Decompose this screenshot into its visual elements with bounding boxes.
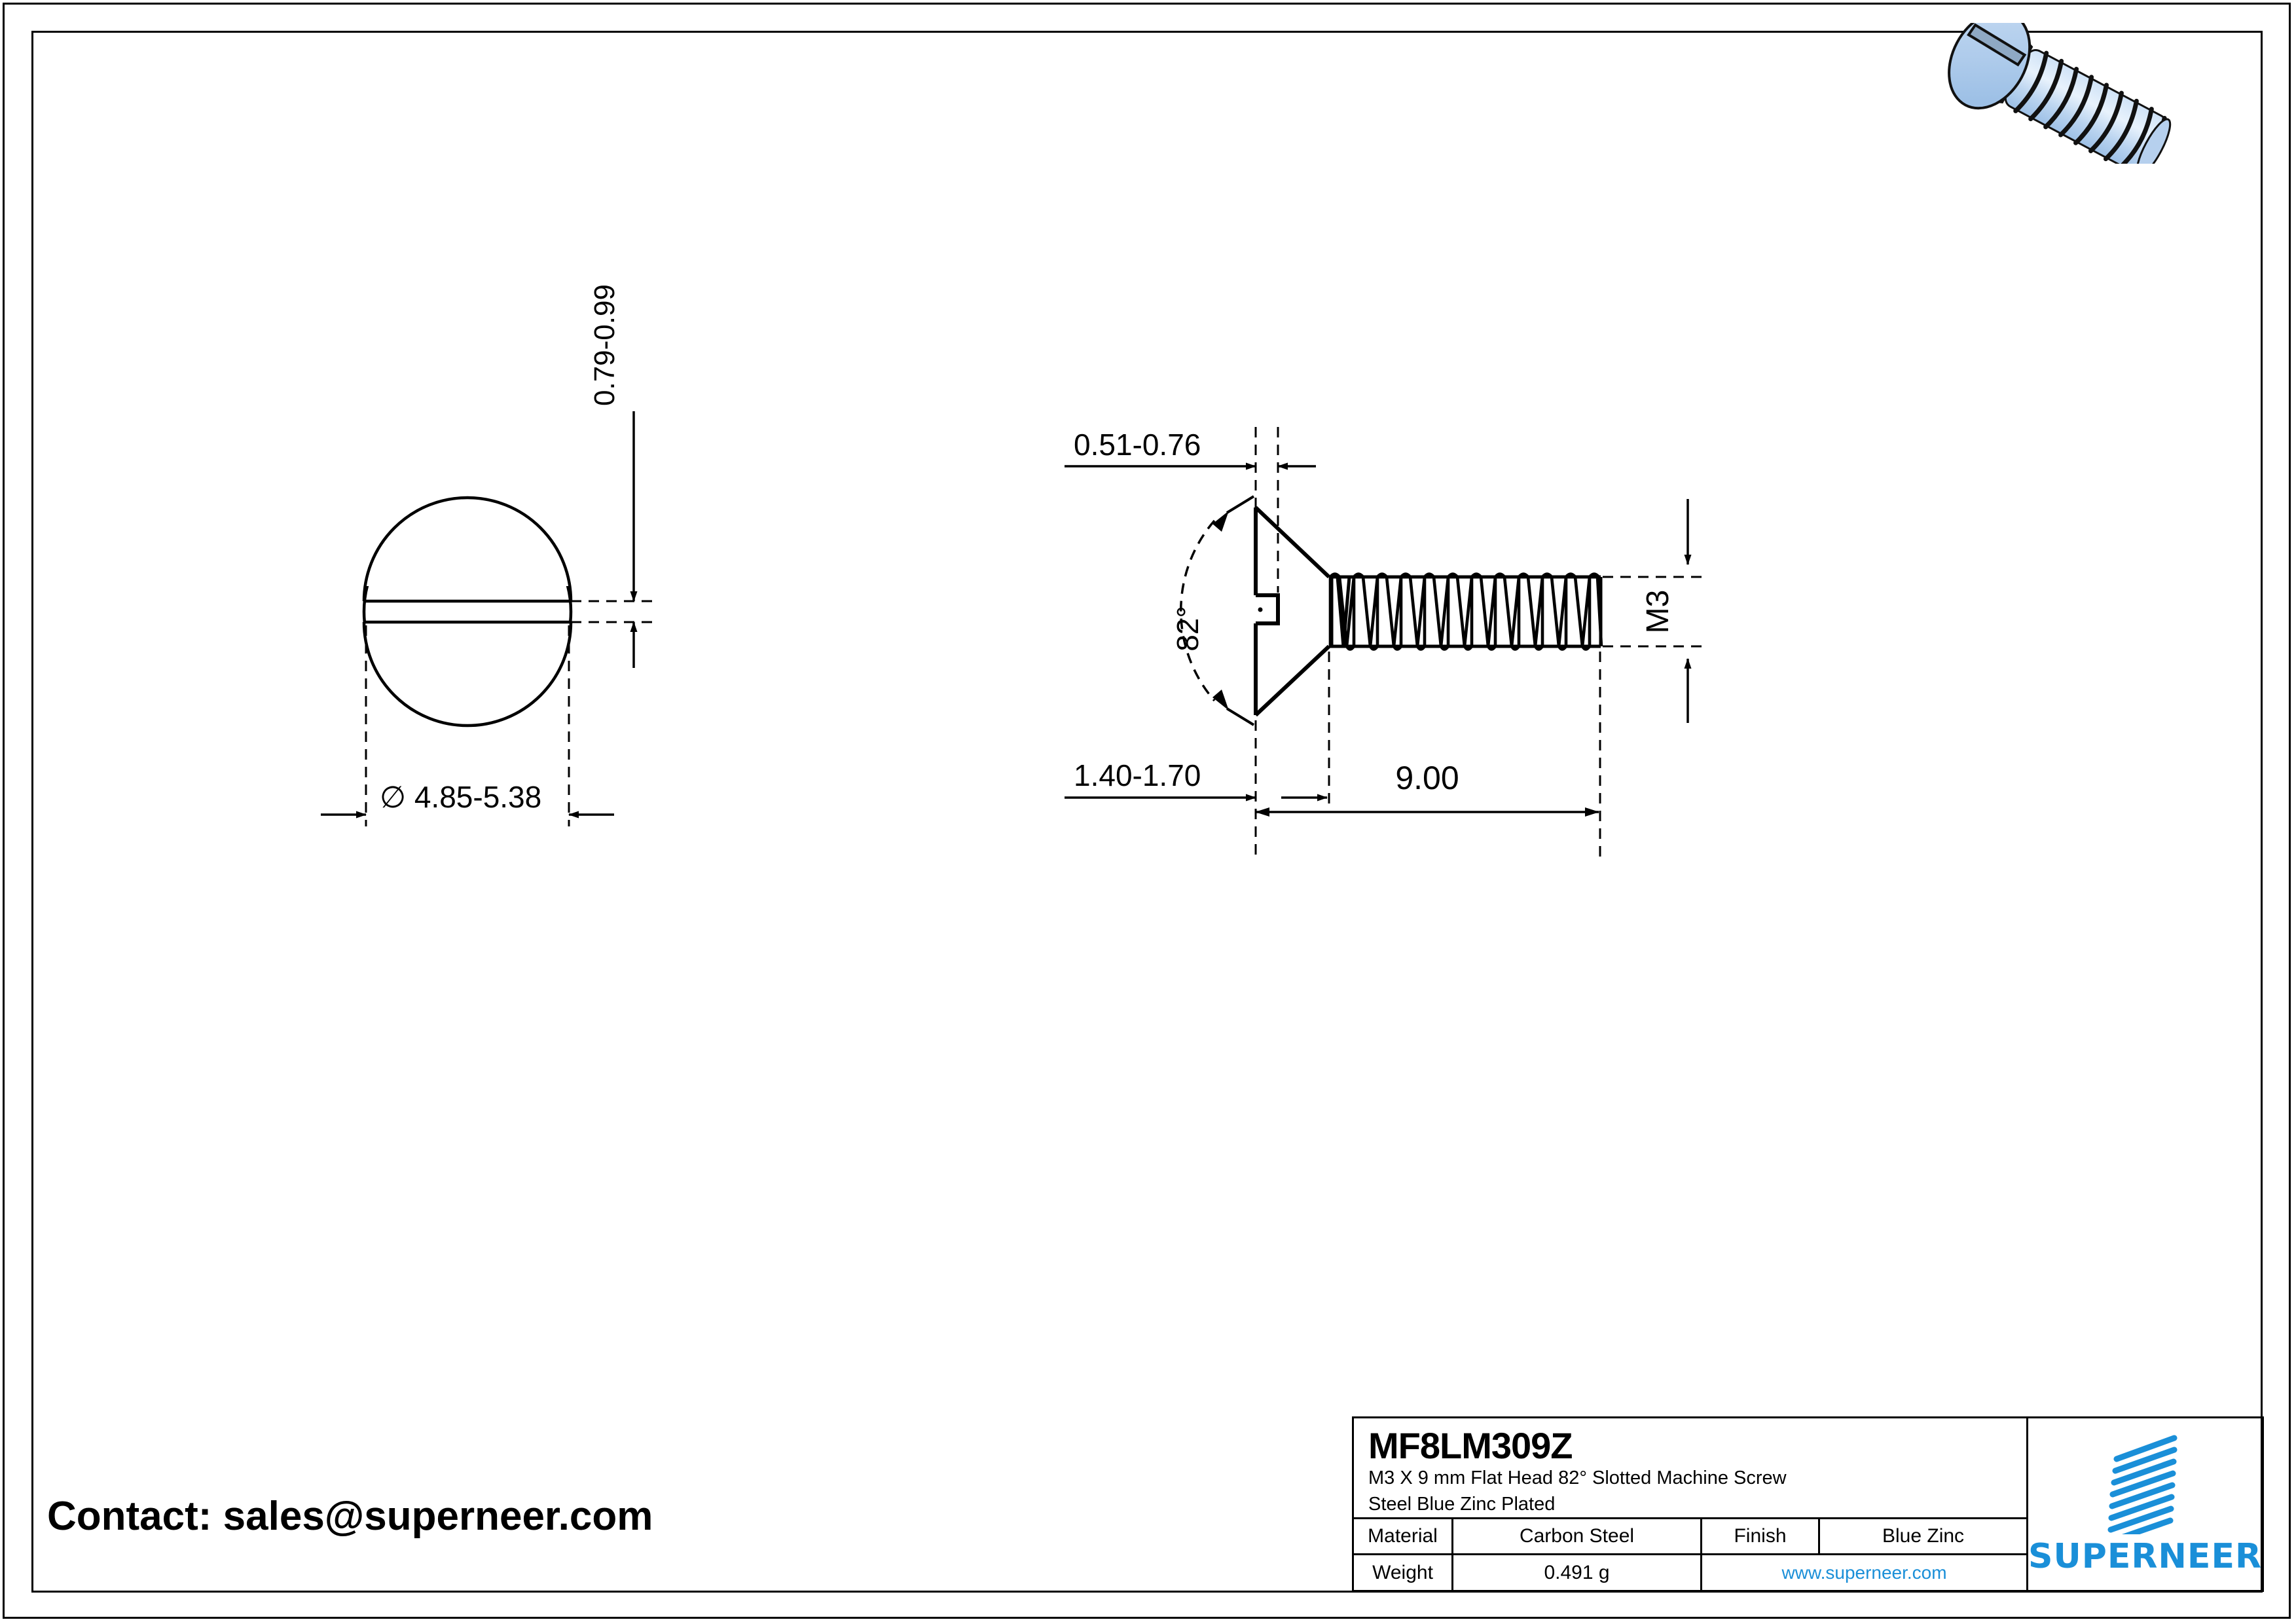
table-row: Material Carbon Steel Finish Blue Zinc bbox=[1354, 1519, 2027, 1556]
head-diameter-dimension bbox=[321, 625, 614, 826]
screw-3d-render bbox=[1948, 23, 2172, 164]
part-number: MF8LM309Z bbox=[1368, 1425, 1573, 1466]
finish-value: Blue Zinc bbox=[1882, 1525, 1965, 1547]
finish-label: Finish bbox=[1702, 1519, 1820, 1554]
head-height-dimension bbox=[1065, 652, 1330, 858]
slot-width-dimension bbox=[571, 411, 655, 668]
description-line-2: Steel Blue Zinc Plated bbox=[1368, 1494, 1556, 1515]
thread-length-value: 9.00 bbox=[1395, 760, 1459, 796]
sheet-border-inner bbox=[31, 31, 2263, 1593]
superneer-logo-icon bbox=[2107, 1435, 2178, 1534]
thread-length-dimension bbox=[1255, 652, 1601, 858]
thread-size-value: M3 bbox=[1641, 590, 1675, 634]
brand-name: SUPERNEER bbox=[2028, 1536, 2262, 1576]
slot-depth-dimension bbox=[1065, 427, 1316, 593]
slot-depth-value: 0.51-0.76 bbox=[1074, 428, 1201, 462]
weight-value: 0.491 g bbox=[1453, 1555, 1702, 1591]
countersink-angle-value: 82° bbox=[1171, 606, 1205, 652]
screw-head-profile bbox=[1254, 506, 1331, 717]
brand-area: SUPERNEER bbox=[2028, 1418, 2262, 1590]
slot-width-value: 0.79-0.99 bbox=[589, 284, 621, 406]
spec-table: Material Carbon Steel Finish Blue Zinc W… bbox=[1354, 1519, 2027, 1591]
head-height-value: 1.40-1.70 bbox=[1074, 758, 1201, 792]
head-diameter-value: ∅ 4.85-5.38 bbox=[380, 780, 541, 814]
table-row: Weight 0.491 g www.superneer.com bbox=[1354, 1555, 2026, 1591]
screw-3d-head bbox=[1948, 23, 2033, 110]
website-link[interactable]: www.superneer.com bbox=[1781, 1562, 1947, 1583]
material-label: Material bbox=[1354, 1519, 1453, 1554]
sheet-border-outer bbox=[3, 3, 2291, 1619]
description-line-1: M3 X 9 mm Flat Head 82° Slotted Machine … bbox=[1368, 1467, 1787, 1489]
countersink-angle-dimension bbox=[1180, 495, 1255, 726]
thread-profile-lines bbox=[1328, 572, 1603, 651]
weight-label: Weight bbox=[1354, 1555, 1453, 1591]
screw-3d-shank bbox=[2004, 49, 2172, 164]
contact-text: Contact: sales@superneer.com bbox=[47, 1494, 653, 1539]
material-value: Carbon Steel bbox=[1453, 1519, 1702, 1554]
centerline-dot bbox=[1258, 607, 1263, 612]
title-block-left: MF8LM309Z M3 X 9 mm Flat Head 82° Slotte… bbox=[1354, 1418, 2029, 1591]
head-top-view bbox=[362, 496, 573, 728]
thread-size-dimension bbox=[1603, 499, 1702, 723]
title-block: MF8LM309Z M3 X 9 mm Flat Head 82° Slotte… bbox=[1352, 1416, 2264, 1592]
part-description-area: MF8LM309Z M3 X 9 mm Flat Head 82° Slotte… bbox=[1354, 1418, 2027, 1519]
